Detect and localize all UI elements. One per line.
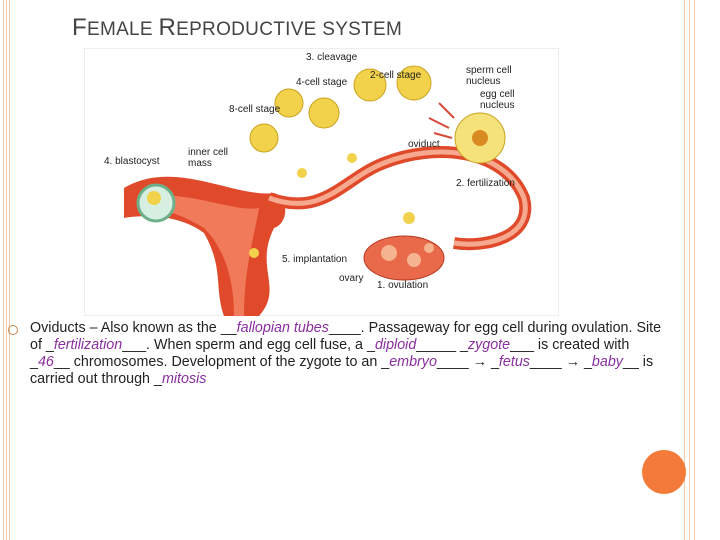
label-egg-nucleus: egg cell nucleus (480, 89, 515, 111)
label-fertilization: 2. fertilization (456, 178, 515, 189)
answer-zygote: zygote (467, 337, 511, 353)
label-ovary: ovary (339, 273, 364, 284)
answer-mitosis: mitosis (161, 371, 207, 387)
label-implantation: 5. implantation (282, 254, 348, 265)
answer-fetus: fetus (498, 354, 530, 370)
answer-fertilization: fertilization (53, 337, 123, 353)
answer-embryo: embryo (389, 354, 437, 370)
right-border-lines (678, 0, 720, 540)
answer-baby: baby (591, 354, 623, 370)
answer-46: 46 (37, 354, 54, 370)
label-two-cell: 2-cell stage (370, 70, 422, 81)
label-blastocyst: 4. blastocyst (104, 156, 160, 167)
decorative-circle (642, 450, 686, 494)
page-title: FEMALE REPRODUCTIVE SYSTEM (72, 14, 403, 41)
label-oviduct: oviduct (408, 139, 440, 150)
label-ovulation: 1. ovulation (377, 280, 429, 291)
reproductive-diagram-art (83, 47, 560, 317)
label-sperm-nucleus: sperm cell nucleus (466, 65, 512, 87)
reproductive-diagram: 3. cleavage 4-cell stage 2-cell stage sp… (83, 47, 560, 317)
label-inner-cell-mass: inner cell mass (188, 147, 229, 169)
body-paragraph: Oviducts – Also known as the __fallopian… (30, 320, 662, 387)
label-four-cell: 4-cell stage (296, 77, 348, 88)
bullet-icon (8, 325, 18, 335)
left-border-lines (0, 0, 14, 540)
label-eight-cell: 8-cell stage (229, 104, 281, 115)
answer-diploid: diploid (374, 337, 417, 353)
label-cleavage: 3. cleavage (306, 52, 358, 63)
answer-fallopian-tubes: fallopian tubes (236, 320, 329, 336)
